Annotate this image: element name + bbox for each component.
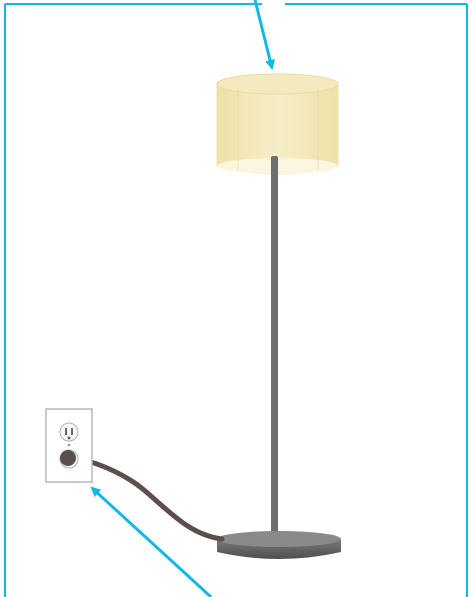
- power-outlet-icon: [46, 409, 92, 482]
- lamp-base: [217, 531, 341, 559]
- arrow-up-left-icon: [92, 488, 211, 597]
- floor-lamp-icon: [217, 74, 341, 559]
- plug-icon: [60, 450, 76, 466]
- lamp-pole: [271, 156, 278, 542]
- arrow-down-right-icon: [255, 0, 272, 68]
